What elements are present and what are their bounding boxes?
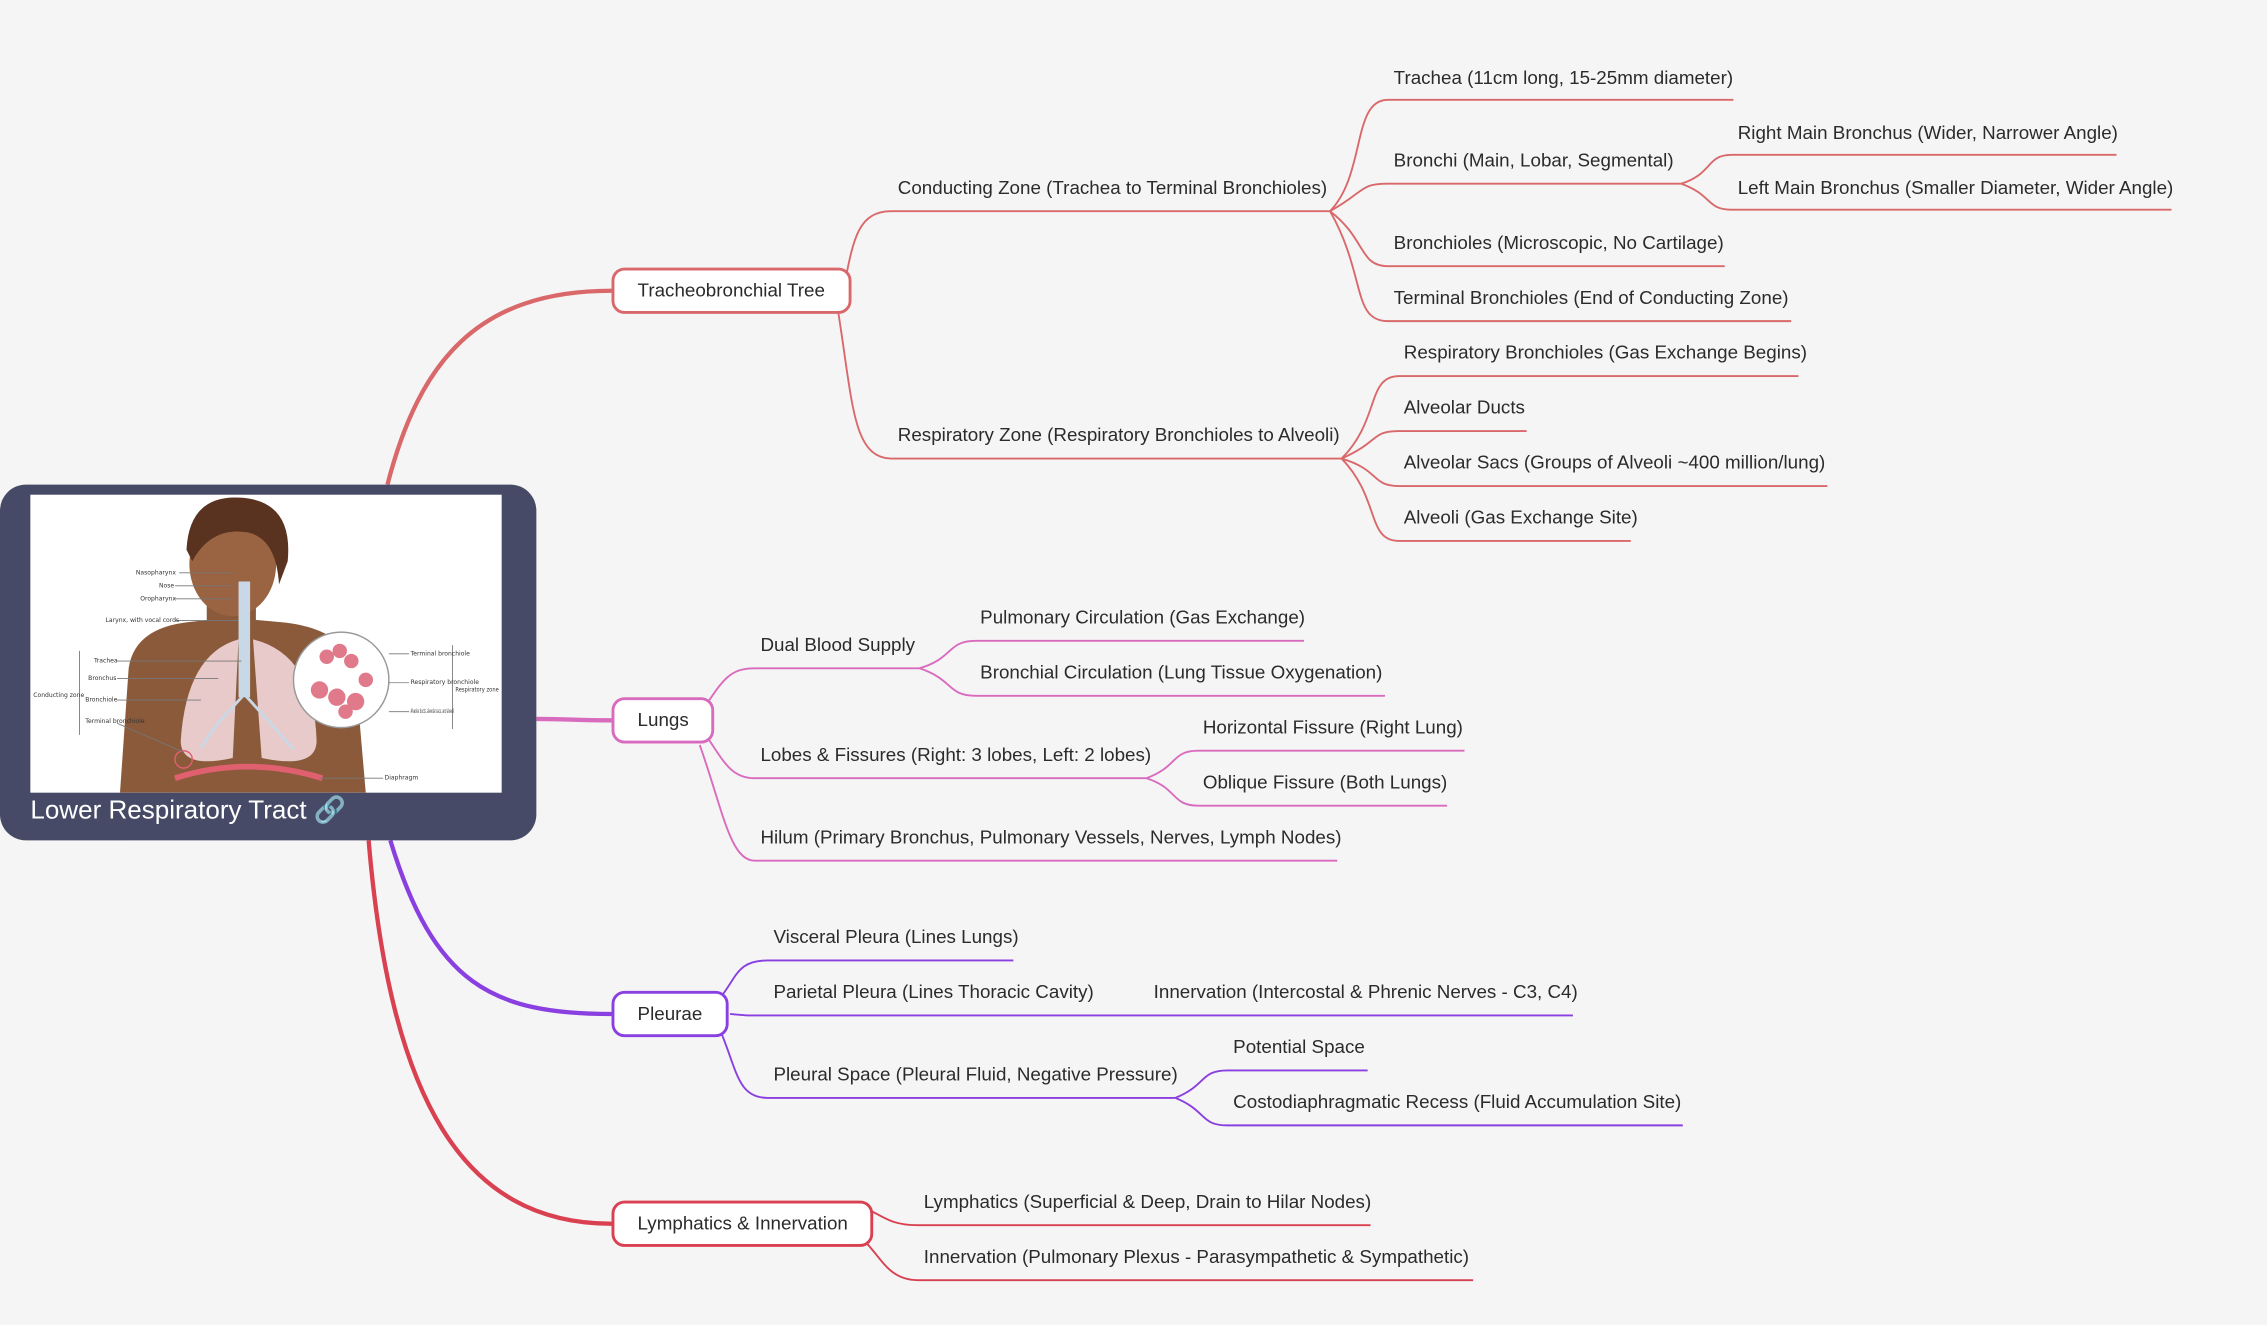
branch-lungs[interactable]: Lungs: [611, 697, 715, 744]
link-icon[interactable]: 🔗: [313, 795, 347, 825]
node-alveoli[interactable]: Alveoli (Gas Exchange Site): [1403, 506, 1638, 528]
node-parietal-pleura[interactable]: Parietal Pleura (Lines Thoracic Cavity): [773, 980, 1094, 1003]
root-title: Lower Respiratory Tract 🔗: [30, 796, 346, 826]
illustration-label-trachea: Trachea: [93, 657, 118, 664]
node-alveolar-ducts[interactable]: Alveolar Ducts: [1403, 396, 1525, 419]
connector-lungs: [536, 716, 612, 723]
node-hilum[interactable]: Hilum (Primary Bronchus, Pulmonary Vesse…: [760, 825, 1342, 848]
node-bronchioles[interactable]: Bronchioles (Microscopic, No Cartilage): [1393, 231, 1724, 254]
node-visceral-pleura[interactable]: Visceral Pleura (Lines Lungs): [773, 925, 1019, 948]
node-lobes-fissures[interactable]: Lobes & Fissures (Right: 3 lobes, Left: …: [760, 743, 1152, 766]
node-pleural-space[interactable]: Pleural Space (Pleural Fluid, Negative P…: [773, 1063, 1178, 1085]
node-pleura-innervation[interactable]: Innervation (Intercostal & Phrenic Nerve…: [1153, 980, 1578, 1003]
node-pulmonary-circulation[interactable]: Pulmonary Circulation (Gas Exchange): [980, 606, 1306, 628]
node-bronchi[interactable]: Bronchi (Main, Lobar, Segmental): [1393, 148, 1674, 171]
node-respiratory-bronchioles[interactable]: Respiratory Bronchioles (Gas Exchange Be…: [1403, 341, 1808, 364]
node-lymphatics[interactable]: Lymphatics (Superficial & Deep, Drain to…: [923, 1190, 1372, 1213]
node-respiratory-zone[interactable]: Respiratory Zone (Respiratory Bronchiole…: [897, 423, 1340, 446]
node-alveolar-sacs[interactable]: Alveolar Sacs (Groups of Alveoli ~400 mi…: [1403, 451, 1826, 474]
illustration-label-bronchus: Bronchus: [88, 675, 116, 682]
illustration-label-nose: Nose: [159, 582, 174, 589]
branch-label: Lungs: [637, 708, 689, 731]
respiratory-anatomy-illustration: Nasopharynx Nose Oropharynx Larynx, with…: [30, 494, 502, 793]
connector-lymph: [366, 840, 612, 1226]
branch-pleurae[interactable]: Pleurae: [611, 990, 729, 1038]
illustration-label-respiratory-zone: Respiratory zone: [455, 686, 499, 693]
branch-label: Pleurae: [637, 1002, 703, 1025]
illustration-label-terminal-bronchiole-right: Terminal bronchiole: [410, 650, 471, 657]
node-pulmonary-plexus[interactable]: Innervation (Pulmonary Plexus - Parasymp…: [923, 1245, 1470, 1268]
root-title-text: Lower Respiratory Tract: [30, 795, 307, 825]
connector-pleurae: [388, 839, 612, 1017]
illustration-label-nasopharynx: Nasopharynx: [136, 569, 176, 576]
node-right-main-bronchus[interactable]: Right Main Bronchus (Wider, Narrower Ang…: [1737, 121, 2118, 144]
node-potential-space[interactable]: Potential Space: [1233, 1035, 1365, 1058]
branch-lymphatics-innervation[interactable]: Lymphatics & Innervation: [611, 1200, 874, 1247]
node-costodiaphragmatic-recess[interactable]: Costodiaphragmatic Recess (Fluid Accumul…: [1233, 1090, 1682, 1113]
node-left-main-bronchus[interactable]: Left Main Bronchus (Smaller Diameter, Wi…: [1737, 176, 2174, 199]
node-horizontal-fissure[interactable]: Horizontal Fissure (Right Lung): [1202, 716, 1463, 738]
illustration-label-alveolar: Alveolar ducts, alveolar sacs, and alveo…: [411, 708, 454, 715]
illustration-label-conducting-zone: Conducting zone: [33, 692, 84, 699]
illustration-label-diaphragm: Diaphragm: [385, 775, 419, 782]
node-oblique-fissure[interactable]: Oblique Fissure (Both Lungs): [1202, 770, 1448, 793]
branch-tracheobronchial-tree[interactable]: Tracheobronchial Tree: [611, 267, 851, 314]
branch-label: Tracheobronchial Tree: [637, 279, 825, 301]
branch-label: Lymphatics & Innervation: [637, 1212, 848, 1234]
node-trachea[interactable]: Trachea (11cm long, 15-25mm diameter): [1393, 66, 1734, 89]
node-dual-blood-supply[interactable]: Dual Blood Supply: [760, 633, 916, 656]
node-terminal-bronchioles[interactable]: Terminal Bronchioles (End of Conducting …: [1393, 286, 1789, 309]
illustration-label-oropharynx: Oropharynx: [140, 595, 176, 602]
illustration-label-respiratory-bronchiole: Respiratory bronchiole: [411, 679, 480, 686]
illustration-label-terminal-bronchiole: Terminal bronchiole: [84, 718, 145, 725]
node-bronchial-circulation[interactable]: Bronchial Circulation (Lung Tissue Oxyge…: [980, 661, 1383, 683]
connector-tracheobronchial: [385, 288, 612, 486]
illustration-label-bronchiole: Bronchiole: [85, 697, 117, 704]
root-node[interactable]: Nasopharynx Nose Oropharynx Larynx, with…: [0, 484, 537, 841]
node-conducting-zone[interactable]: Conducting Zone (Trachea to Terminal Bro…: [897, 176, 1328, 199]
illustration-label-larynx: Larynx, with vocal cords: [106, 617, 180, 624]
